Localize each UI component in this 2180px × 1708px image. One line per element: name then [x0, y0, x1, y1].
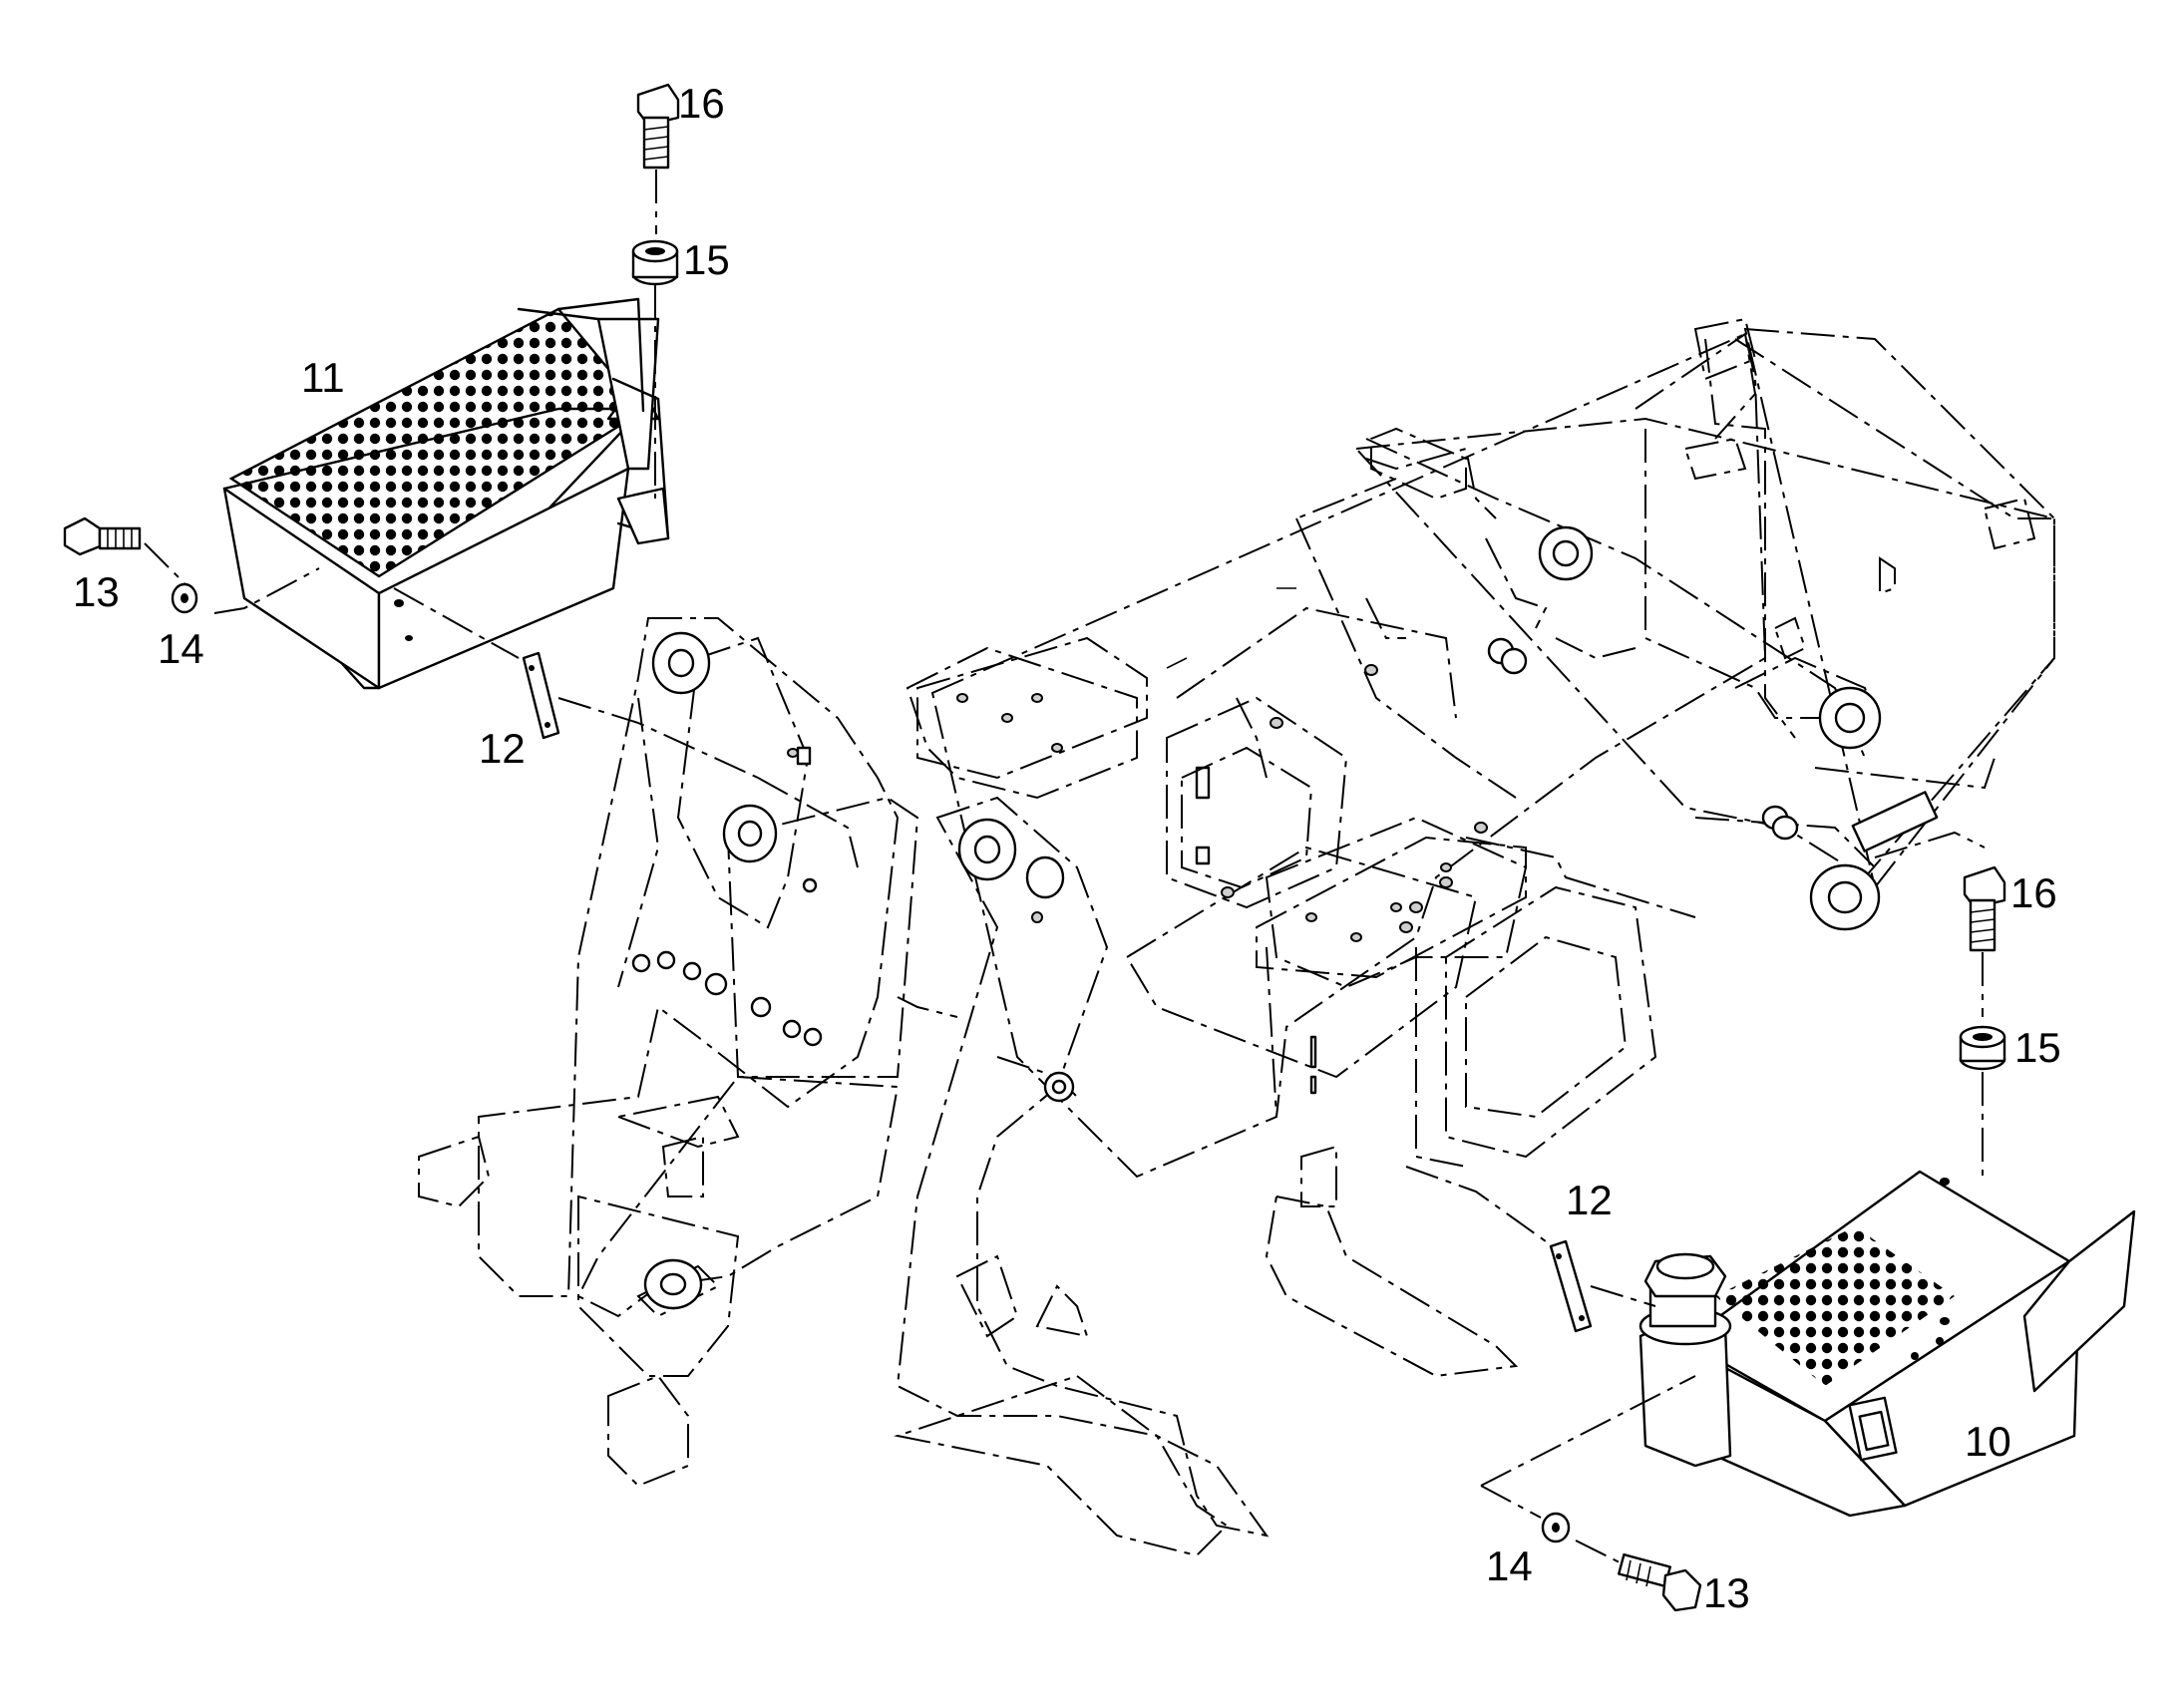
- step-box-part-11: [222, 297, 670, 690]
- right-top-bolt-16: [1963, 865, 2006, 1017]
- label-left-bracket-12: 12: [479, 725, 526, 772]
- mid-frame-details: [916, 447, 1594, 979]
- right-group-labels: 16 15 12 10 14 13: [1486, 869, 2061, 1616]
- left-group-labels: 16 15 11 13 14 12: [73, 80, 730, 772]
- label-left-bolt-16: 16: [678, 80, 725, 127]
- label-right-bolt-13: 13: [1703, 1569, 1750, 1616]
- right-bracket-12: [1405, 1166, 1656, 1333]
- left-side-bolt-13: [63, 516, 142, 556]
- left-spacer-15: [631, 239, 679, 499]
- front-loader-towers: [418, 617, 1519, 1557]
- right-spacer-15: [1959, 1025, 2006, 1177]
- label-left-washer-14: 14: [158, 625, 204, 672]
- rear-frame-rails: [930, 332, 2055, 1179]
- right-side-bolt-13: [1618, 1552, 1702, 1612]
- label-tank-box-10: 10: [1965, 1418, 2011, 1465]
- label-left-spacer-15: 15: [683, 236, 730, 283]
- rear-pivot-bosses: [1761, 686, 1939, 931]
- label-right-washer-14: 14: [1486, 1542, 1533, 1589]
- label-right-spacer-15: 15: [2014, 1024, 2061, 1071]
- right-washer-14: [1480, 1375, 1696, 1566]
- label-left-bolt-13: 13: [73, 568, 120, 615]
- filler-neck: [1638, 1252, 1732, 1468]
- left-washer-14: [144, 542, 320, 614]
- rear-crossmember: [1704, 327, 2055, 890]
- left-bracket-12: [393, 587, 759, 779]
- center-side-plates: [1125, 696, 1657, 1168]
- label-step-box-11: 11: [301, 354, 345, 401]
- tank-box-part-10: [1663, 1170, 2136, 1518]
- chassis-frame: [418, 317, 2055, 1557]
- left-top-bolt-16: [636, 83, 680, 234]
- tower-pin-bosses: [631, 631, 1337, 1338]
- label-right-bolt-16: 16: [2010, 869, 2057, 916]
- rear-corner-brackets: [1370, 317, 2036, 660]
- label-right-bracket-12: 12: [1566, 1177, 1613, 1223]
- top-mount-plates: [906, 646, 1528, 989]
